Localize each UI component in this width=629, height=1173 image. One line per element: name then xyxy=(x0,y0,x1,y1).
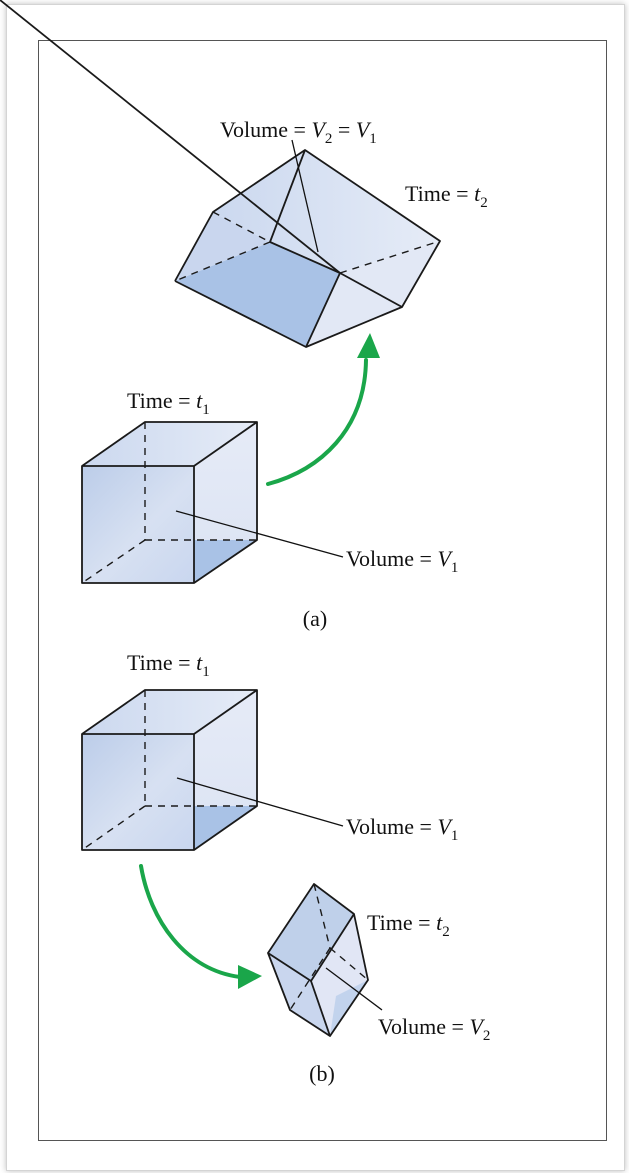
arrow-a xyxy=(266,358,368,486)
leader-volume-v1-b xyxy=(176,777,344,827)
deformed-front-face xyxy=(175,242,340,347)
panel-b-cube xyxy=(81,689,258,851)
label-time-t2-b: Time = t2 xyxy=(367,910,450,940)
leader-volume-v2-b xyxy=(325,967,383,1011)
arrowhead-b xyxy=(238,965,262,989)
arrowhead-a xyxy=(357,333,380,358)
caption-b: (b) xyxy=(309,1061,335,1086)
label-time-t1-a: Time = t1 xyxy=(127,388,210,418)
label-volume-v2-b: Volume = V2 xyxy=(378,1014,490,1044)
leader-volume-v2-v1 xyxy=(291,139,319,253)
label-time-t1-b: Time = t1 xyxy=(127,650,210,680)
arrow-b xyxy=(139,864,242,979)
panel-b-deformed-element xyxy=(267,883,369,1037)
label-time-t2-a: Time = t2 xyxy=(405,181,488,211)
deformed-side-face xyxy=(306,241,440,347)
leader-volume-v1-a xyxy=(175,510,344,558)
label-volume-v2-eq-v1: Volume = V2 = V1 xyxy=(220,117,377,147)
panel-a-deformed-element xyxy=(0,0,441,348)
deformed-left-face xyxy=(175,212,270,281)
deformed-top-face xyxy=(213,150,440,273)
label-volume-v1-a: Volume = V1 xyxy=(346,546,458,576)
figure-frame xyxy=(38,40,607,1141)
label-volume-v1-b: Volume = V1 xyxy=(346,814,458,844)
caption-a: (a) xyxy=(303,606,327,631)
panel-a-cube xyxy=(81,421,258,584)
